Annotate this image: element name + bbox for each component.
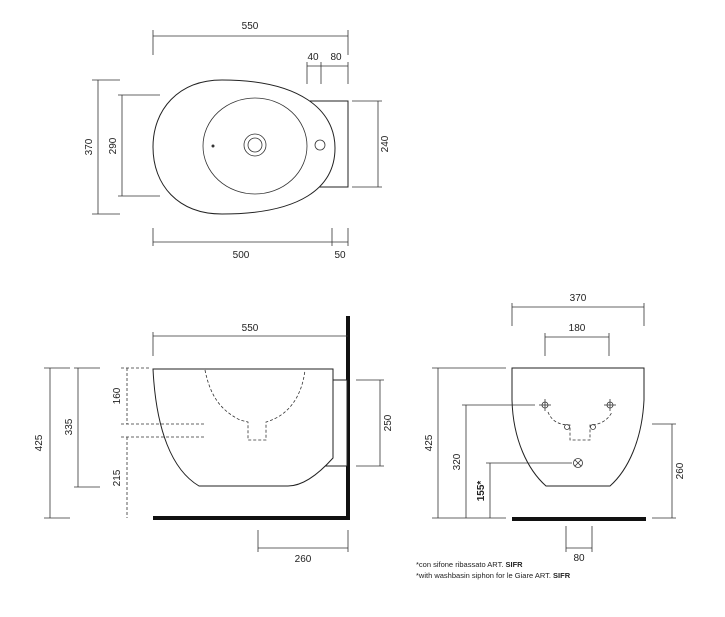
front-dim-370: 370 <box>570 293 587 304</box>
top-drain-outer <box>243 133 267 157</box>
side-hidden-bowl <box>204 369 306 441</box>
top-dim-50: 50 <box>334 250 346 261</box>
fixing-cross-left <box>539 399 551 411</box>
side-dim-425: 425 <box>34 434 45 451</box>
side-dim-250: 250 <box>383 414 394 431</box>
front-dim-180: 180 <box>569 323 586 334</box>
top-dim-80: 80 <box>330 52 342 63</box>
front-dim-260: 260 <box>675 462 686 479</box>
top-dim-240: 240 <box>380 135 391 152</box>
side-view: 550 425 335 160 215 250 260 <box>34 316 394 565</box>
top-dim-290: 290 <box>108 137 119 154</box>
front-dim-425: 425 <box>424 434 435 451</box>
top-dim-40: 40 <box>307 52 319 63</box>
top-view: 550 40 80 370 290 240 500 50 <box>84 21 391 261</box>
top-dim-370: 370 <box>84 138 95 155</box>
front-dim-155: 155* <box>476 481 487 502</box>
side-dim-260: 260 <box>295 554 312 565</box>
side-basin-profile <box>152 368 334 487</box>
front-view: 370 180 425 320 155* 260 80 <box>424 293 686 564</box>
front-dim-80: 80 <box>573 553 585 564</box>
side-dim-160: 160 <box>112 387 123 404</box>
top-tap-hole <box>314 139 326 151</box>
front-basin-outline <box>511 367 645 487</box>
fixing-cross-right <box>604 399 616 411</box>
side-dim-550: 550 <box>242 323 259 334</box>
front-drain-symbol <box>573 458 583 468</box>
front-dim-320: 320 <box>452 453 463 470</box>
footnote-2: *with washbasin siphon for le Giare ART.… <box>416 571 571 580</box>
front-hidden-siphon <box>547 411 613 441</box>
top-overflow-dot <box>211 144 215 148</box>
top-drain-inner <box>247 137 263 153</box>
top-dim-500: 500 <box>233 250 250 261</box>
side-dim-215: 215 <box>112 469 123 486</box>
top-bowl <box>202 97 308 195</box>
fixing-left-small <box>564 424 570 430</box>
top-dim-550: 550 <box>242 21 259 32</box>
footnote-1: *con sifone ribassato ART. SIFR <box>416 560 523 569</box>
footnotes: *con sifone ribassato ART. SIFR *with wa… <box>416 560 571 580</box>
side-dim-335: 335 <box>64 418 75 435</box>
